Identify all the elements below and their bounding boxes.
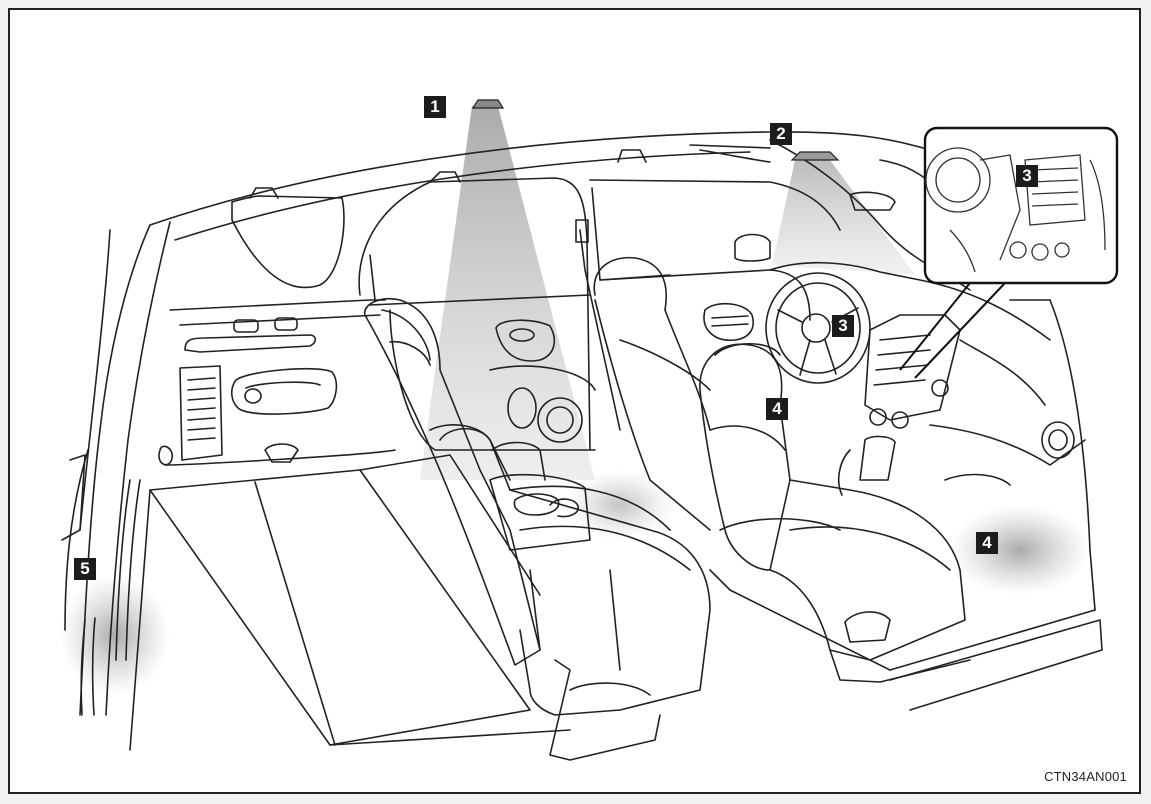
room-light-beam [420, 106, 595, 480]
cargo-floor [149, 469, 531, 746]
foot-glow-rear [565, 470, 675, 540]
driver-seat-back [699, 343, 791, 571]
inset-detail [899, 126, 1119, 379]
callout-1: 1 [424, 96, 446, 118]
callout-3-inset: 3 [1016, 165, 1038, 187]
front-personal-light-icon [790, 151, 840, 161]
door-courtesy-light-glow [60, 575, 170, 695]
diagram-frame: 1 2 3 3 4 4 5 CTN34AN001 [8, 8, 1141, 794]
callout-3: 3 [832, 315, 854, 337]
callout-5: 5 [74, 558, 96, 580]
callout-2: 2 [770, 123, 792, 145]
footwell-light-glow [950, 505, 1090, 595]
callout-4-footwell: 4 [976, 532, 998, 554]
figure-code: CTN34AN001 [1044, 769, 1127, 784]
car-interior-illustration [60, 99, 1119, 761]
front-light-beam [772, 160, 915, 275]
callout-4-seat: 4 [766, 398, 788, 420]
rear-seat-back [364, 297, 541, 666]
room-light-icon [471, 99, 505, 109]
steering-wheel [765, 272, 871, 384]
